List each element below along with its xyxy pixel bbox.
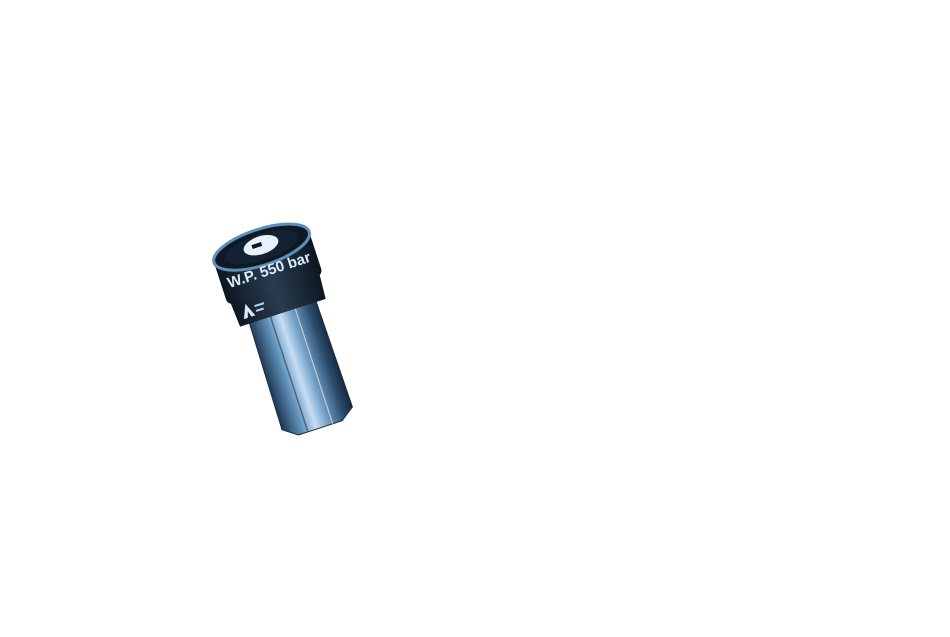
collar bbox=[229, 270, 326, 327]
spray-nozzle-photo: W.P. 550 bar bbox=[212, 222, 353, 436]
brand-logo bbox=[243, 302, 265, 320]
